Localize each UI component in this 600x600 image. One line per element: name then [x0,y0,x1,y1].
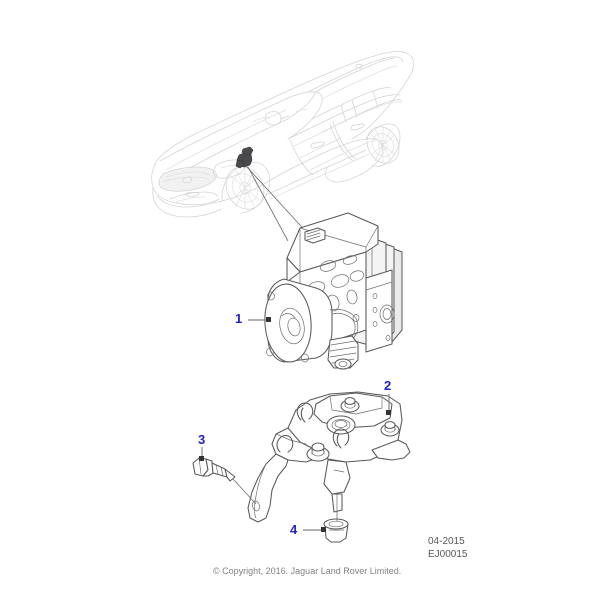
pump-motor [264,278,360,363]
diagram-date: 04-2015 [428,536,465,547]
isolator-grommet-top [340,397,360,413]
callout-3-leader [199,447,204,461]
callout-4-leader [303,527,326,532]
callout-number-3: 3 [198,432,206,447]
footer-identification-block: 04-2015 EJ00015 [428,535,467,561]
bracket-lower-arm [247,435,294,523]
location-leader-lines [245,165,311,242]
diagram-number: EJ00015 [428,549,468,560]
copyright-notice: © Copyright, 2016. Jaguar Land Rover Lim… [213,566,402,576]
grommet-body [323,518,349,543]
bellows-boot [327,335,359,370]
callout-number-4: 4 [290,522,298,537]
callout-2-leader [386,394,391,415]
isolator-grommet-right [380,421,400,437]
callout-number-1: 1 [235,311,243,326]
callout-1-leader [248,317,271,322]
bracket-body [271,391,411,513]
vehicle-body-outline [151,51,415,218]
component-location-marker [235,146,254,169]
isolator-grommet-left [306,442,330,462]
callout-number-2: 2 [384,378,392,393]
